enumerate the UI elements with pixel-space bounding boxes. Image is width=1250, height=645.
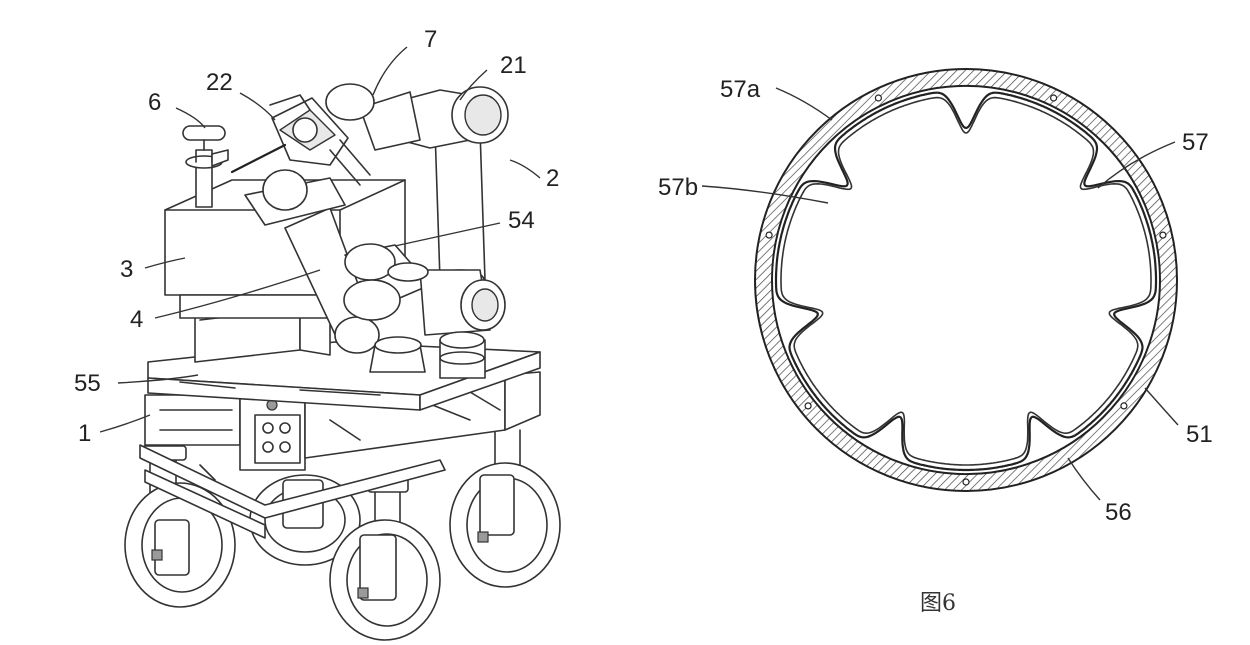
gripper-22 bbox=[230, 94, 371, 226]
figure-caption: 图6 bbox=[920, 591, 956, 616]
inner-liner-57 bbox=[774, 91, 1158, 472]
fastener-hole bbox=[962, 478, 970, 486]
label-3: 3 bbox=[120, 256, 133, 283]
label-54: 54 bbox=[508, 207, 535, 234]
label-2: 2 bbox=[546, 165, 559, 192]
caster-wheel-front-right bbox=[449, 429, 561, 588]
fastener-holes-56 bbox=[765, 94, 1167, 486]
label-4: 4 bbox=[130, 306, 143, 333]
left-figure-labels: 7 21 22 6 2 3 54 4 55 1 bbox=[74, 26, 559, 447]
label-57: 57 bbox=[1182, 129, 1209, 156]
caster-wheel-rear-left bbox=[124, 445, 236, 608]
deck-mounts bbox=[369, 331, 486, 379]
caster-wheel-front-left bbox=[329, 477, 441, 641]
front-arm-4 bbox=[284, 207, 506, 354]
label-51: 51 bbox=[1186, 421, 1213, 448]
robot-vehicle-drawing bbox=[124, 83, 561, 641]
mast-6 bbox=[182, 125, 229, 208]
outer-wall-51 bbox=[753, 68, 1179, 492]
left-leaders bbox=[99, 46, 541, 433]
fastener-hole bbox=[874, 94, 883, 102]
fastener-hole bbox=[1159, 231, 1167, 239]
label-57a: 57a bbox=[720, 76, 761, 103]
fastener-hole bbox=[1049, 94, 1058, 102]
label-56: 56 bbox=[1105, 499, 1132, 526]
fastener-hole bbox=[804, 402, 812, 410]
label-22: 22 bbox=[206, 69, 233, 96]
rear-arm-column bbox=[325, 83, 509, 291]
fastener-hole bbox=[1120, 402, 1128, 410]
inner-liner-57-inner-edge bbox=[780, 96, 1152, 466]
label-1: 1 bbox=[78, 420, 91, 447]
right-figure-labels: 57a 57b 57 51 56 图6 bbox=[658, 76, 1213, 616]
label-55: 55 bbox=[74, 370, 101, 397]
ring-cross-section bbox=[753, 68, 1179, 492]
fastener-hole bbox=[765, 231, 773, 239]
label-7: 7 bbox=[424, 26, 437, 53]
label-21: 21 bbox=[500, 52, 527, 79]
right-leaders bbox=[701, 87, 1179, 501]
label-6: 6 bbox=[148, 89, 161, 116]
label-57b: 57b bbox=[658, 174, 698, 201]
